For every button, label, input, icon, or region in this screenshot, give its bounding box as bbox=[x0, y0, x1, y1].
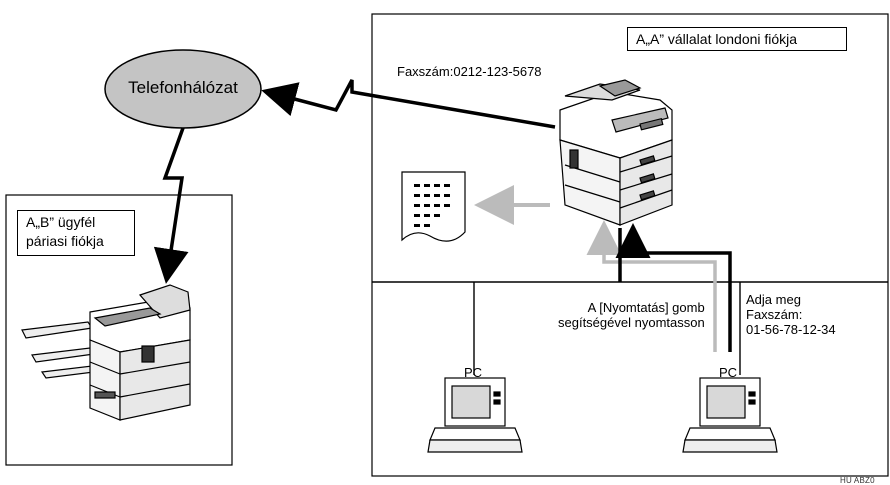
pc-right-label: PC bbox=[719, 365, 738, 380]
fax-entry-note-line1: Adja meg bbox=[746, 292, 801, 307]
fax-entry-note-line2: Faxszám: bbox=[746, 307, 803, 322]
fax-line-office-a-to-network bbox=[261, 79, 556, 129]
pc-left-icon bbox=[427, 377, 523, 453]
fax-entry-note: Adja meg Faxszám: 01-56-78-12-34 bbox=[746, 292, 836, 337]
figure-code: HU ABZ0 bbox=[840, 476, 875, 485]
office-a-fax-number: Faxszám:0212-123-5678 bbox=[397, 64, 542, 79]
telephone-network-label: Telefonhálózat bbox=[128, 78, 238, 97]
printed-document-icon bbox=[401, 171, 466, 242]
fax-line-network-to-office-b bbox=[153, 127, 189, 284]
office-b-title-line2: páriasi fiókja bbox=[26, 233, 104, 249]
office-b-frame bbox=[5, 194, 233, 466]
pc-right-icon bbox=[682, 377, 778, 453]
fax-send-path-arrow bbox=[615, 223, 732, 352]
print-note-line1: A [Nyomtatás] gomb bbox=[587, 300, 705, 315]
office-a-fax-machine-icon bbox=[559, 79, 673, 226]
print-note: A [Nyomtatás] gomb segítségével nyomtass… bbox=[558, 300, 705, 330]
office-a-frame bbox=[371, 13, 889, 477]
pc-left-label: PC bbox=[464, 365, 483, 380]
office-b-title: A„B” ügyfél páriasi fiókja bbox=[17, 210, 135, 256]
office-b-title-line1: A„B” ügyfél bbox=[26, 214, 96, 230]
fax-entry-note-line3: 01-56-78-12-34 bbox=[746, 322, 836, 337]
print-path-arrow bbox=[586, 220, 717, 352]
office-b-fax-machine-icon bbox=[21, 284, 191, 421]
print-note-line2: segítségével nyomtasson bbox=[558, 315, 705, 330]
office-a-title: A„A” vállalat londoni fiókja bbox=[627, 27, 847, 51]
